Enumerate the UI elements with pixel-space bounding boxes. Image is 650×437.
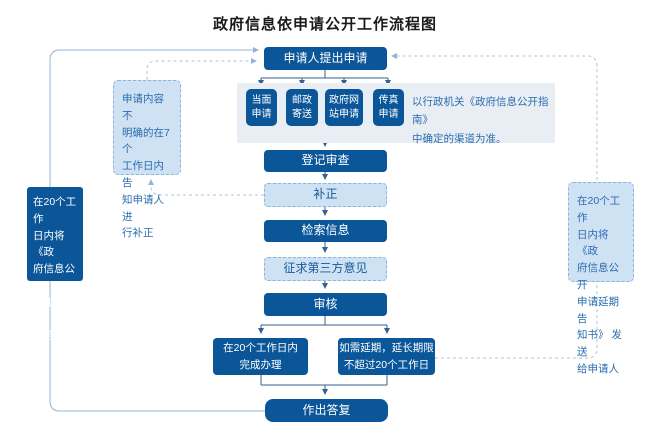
- right-extend-note: 在20个工作 日内将《政 府信息公开 申请延期告 知书》 发送 给申请人: [568, 182, 634, 375]
- node-correct: 补正: [264, 183, 387, 207]
- left-correction-note: 申请内容不 明确的在7个 工作日内告 知申请人进 行补正: [113, 80, 181, 239]
- node-register: 登记审查: [264, 150, 387, 172]
- connector-note-to-apply: [146, 58, 257, 80]
- node-search: 检索信息: [264, 220, 387, 242]
- channel-note: 以行政机关《政府信息公开指南》 中确定的渠道为准。: [412, 96, 549, 145]
- node-third-party: 征求第三方意见: [264, 257, 387, 281]
- node-apply: 申请人提出申请: [264, 47, 387, 70]
- left-send-note: 在20个工作 日内将《政 府信息公开 告知书》发 送给申请人: [27, 187, 83, 359]
- diagram-title: 政府信息依申请公开工作流程图: [212, 16, 437, 33]
- node-extend: 如需延期，延长期限 不超过20个工作日: [338, 338, 435, 375]
- channel-fax: 传真 申请: [373, 89, 404, 126]
- channel-website: 政府网 站申请: [325, 89, 363, 126]
- connector-correct-to-note: [148, 179, 264, 196]
- channel-mail: 邮政 寄送: [286, 89, 318, 126]
- node-review: 审核: [264, 293, 387, 316]
- node-complete: 在20个工作日内 完成办理: [213, 338, 308, 375]
- node-reply: 作出答复: [265, 399, 388, 422]
- channel-in-person: 当面 申请: [246, 89, 277, 126]
